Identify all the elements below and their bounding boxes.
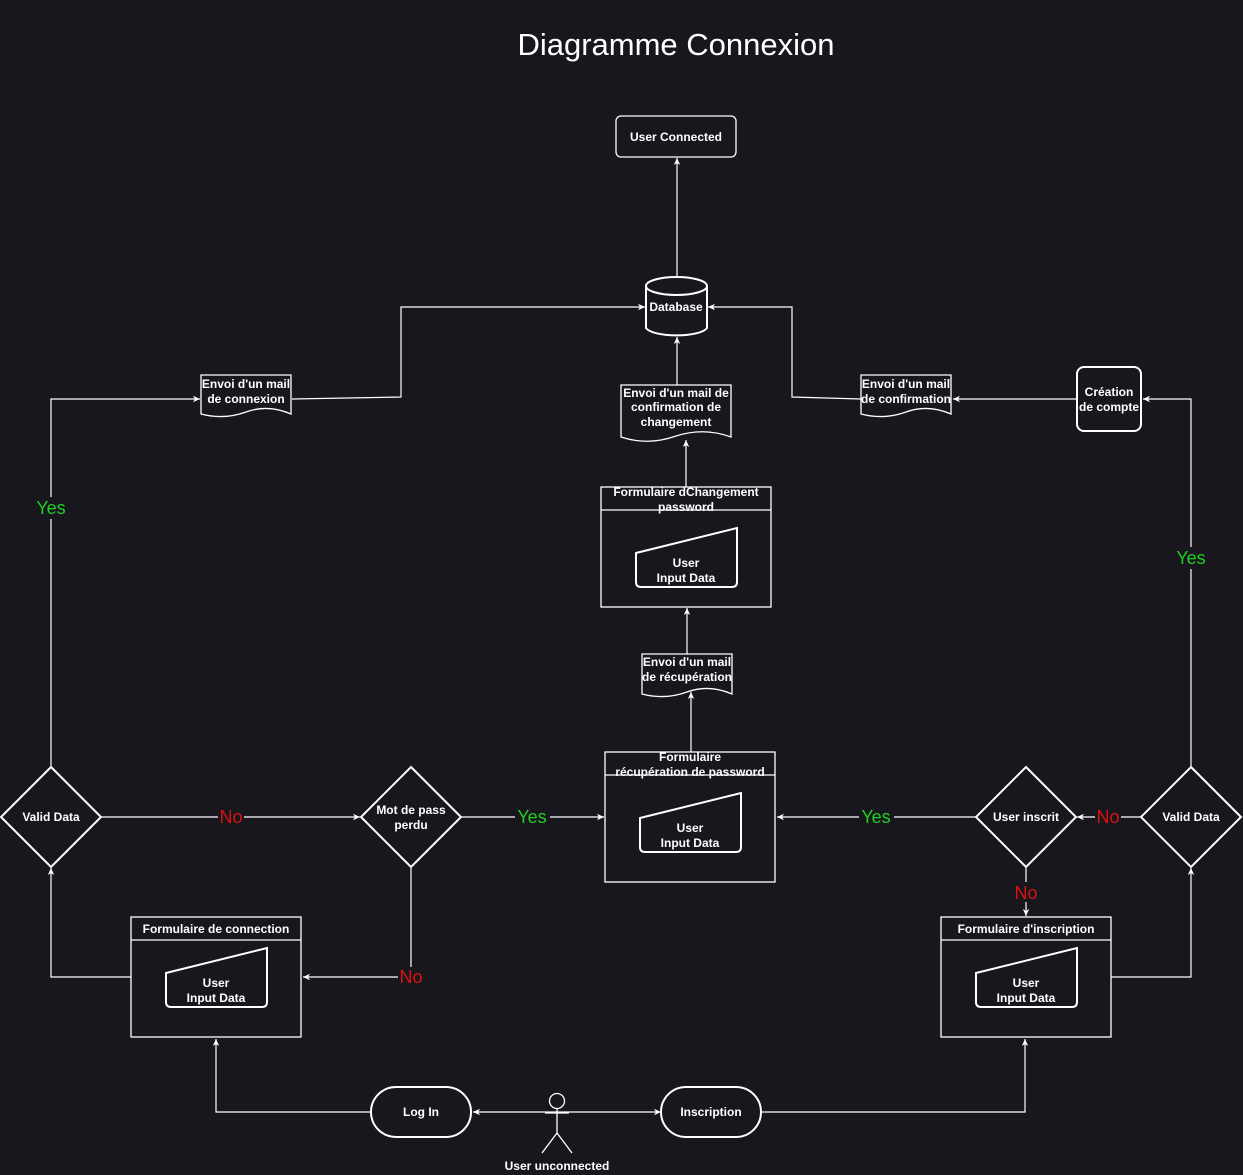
edge-label-no-valid: No: [219, 807, 242, 827]
node-user-connected[interactable]: User Connected: [615, 115, 737, 158]
node-log-in[interactable]: Log In: [370, 1086, 472, 1138]
node-form-changement-input-shape: [635, 526, 738, 588]
edge-mail-confirmation-database: [708, 303, 862, 400]
node-mail-changement-line3: changement: [641, 415, 712, 429]
node-mail-confirmation[interactable]: Envoi d'un mail de confirmation: [860, 374, 952, 418]
node-form-recuperation-input-shape: [639, 791, 742, 853]
edge-mdp-form-connection: [303, 867, 412, 981]
node-mail-connexion-line1: Envoi d'un mail: [202, 377, 290, 391]
node-form-changement-input-line2: Input Data: [657, 571, 716, 585]
edge-label-yes-left: Yes: [36, 498, 65, 518]
node-mail-recuperation[interactable]: Envoi d'un mail de récupération: [641, 653, 733, 698]
edge-label-no-mdp: No: [399, 967, 422, 987]
node-mail-changement-line1: Envoi d'un mail de: [623, 386, 729, 400]
node-creation-compte[interactable]: Création de compte: [1076, 366, 1142, 432]
node-valid-data-left[interactable]: Valid Data: [0, 765, 103, 869]
node-form-changement-title2: password: [658, 500, 714, 514]
node-log-in-label: Log In: [403, 1105, 439, 1119]
node-creation-compte-line2: de compte: [1079, 400, 1139, 414]
edges: [47, 158, 1195, 1116]
node-form-connection-input-line2: Input Data: [187, 991, 246, 1005]
node-mail-confirmation-line2: de confirmation: [861, 392, 951, 406]
node-form-recuperation-title2: récupération de password: [615, 765, 764, 779]
node-form-changement-input-line1: User: [673, 556, 700, 570]
actor-label: User unconnected: [505, 1159, 610, 1173]
node-form-changement[interactable]: Formulaire dChangement password User Inp…: [600, 485, 772, 608]
node-form-recuperation-title1: Formulaire: [659, 750, 721, 764]
node-inscription[interactable]: Inscription: [660, 1086, 762, 1138]
node-mail-recuperation-line1: Envoi d'un mail: [643, 655, 731, 669]
edge-login-form-connection: [212, 1039, 371, 1113]
node-mot-de-pass-perdu[interactable]: Mot de pass perdu: [359, 765, 463, 869]
diagram-title: Diagramme Connexion: [517, 27, 834, 62]
edge-label-no-inscrit: No: [1014, 883, 1037, 903]
edge-inscription-form-inscription: [761, 1039, 1029, 1113]
node-mot-de-pass-line2: perdu: [394, 818, 427, 832]
node-mail-changement-line2: confirmation de: [631, 400, 721, 414]
node-form-connection-title: Formulaire de connection: [143, 922, 290, 936]
node-form-recuperation-input-line1: User: [677, 821, 704, 835]
edge-valid-right-creation: [1143, 395, 1192, 767]
node-database[interactable]: Database: [645, 276, 708, 337]
node-mot-de-pass-line1: Mot de pass: [376, 803, 446, 817]
actor-user-unconnected[interactable]: User unconnected: [505, 1092, 610, 1174]
node-form-inscription-input-line1: User: [1013, 976, 1040, 990]
edge-label-yes-mdp: Yes: [517, 807, 546, 827]
node-form-inscription-title: Formulaire d'inscription: [958, 922, 1095, 936]
node-form-connection-input-shape: [165, 946, 268, 1008]
node-database-label: Database: [649, 300, 703, 314]
node-mail-connexion[interactable]: Envoi d'un mail de connexion: [200, 374, 292, 418]
node-inscription-label: Inscription: [680, 1105, 741, 1119]
edge-label-yes-inscrit: Yes: [861, 807, 890, 827]
node-creation-compte-line1: Création: [1085, 385, 1134, 399]
edge-form-connection-valid: [47, 868, 131, 978]
node-form-inscription-input-line2: Input Data: [997, 991, 1056, 1005]
node-mail-changement[interactable]: Envoi d'un mail de confirmation de chang…: [620, 384, 732, 442]
node-mail-confirmation-line1: Envoi d'un mail: [862, 377, 950, 391]
edge-labels: Yes No Yes No Yes No No Yes: [34, 497, 1208, 987]
node-user-connected-label: User Connected: [630, 130, 722, 144]
node-form-inscription-input-shape: [975, 946, 1078, 1008]
edge-form-inscription-valid-right: [1111, 868, 1195, 978]
edge-label-no-valid-right: No: [1096, 807, 1119, 827]
node-valid-data-left-label: Valid Data: [22, 810, 80, 824]
node-valid-data-right[interactable]: Valid Data: [1139, 765, 1243, 869]
node-form-connection[interactable]: Formulaire de connection User Input Data: [130, 916, 302, 1038]
node-valid-data-right-label: Valid Data: [1162, 810, 1220, 824]
edge-mail-connexion-database: [291, 303, 645, 400]
node-form-recuperation-input-line2: Input Data: [661, 836, 720, 850]
node-form-connection-input-line1: User: [203, 976, 230, 990]
edge-valid-mail-connexion: [50, 395, 200, 767]
node-form-inscription[interactable]: Formulaire d'inscription User Input Data: [940, 916, 1112, 1038]
node-user-inscrit-label: User inscrit: [993, 810, 1059, 824]
actor-icon: [541, 1092, 573, 1154]
node-mail-recuperation-line2: de récupération: [642, 670, 732, 684]
node-user-inscrit[interactable]: User inscrit: [974, 765, 1078, 869]
node-mail-connexion-line2: de connexion: [207, 392, 284, 406]
node-form-changement-title1: Formulaire dChangement: [613, 485, 758, 499]
edge-label-yes-right: Yes: [1176, 548, 1205, 568]
node-form-recuperation[interactable]: Formulaire récupération de password User…: [604, 750, 776, 883]
